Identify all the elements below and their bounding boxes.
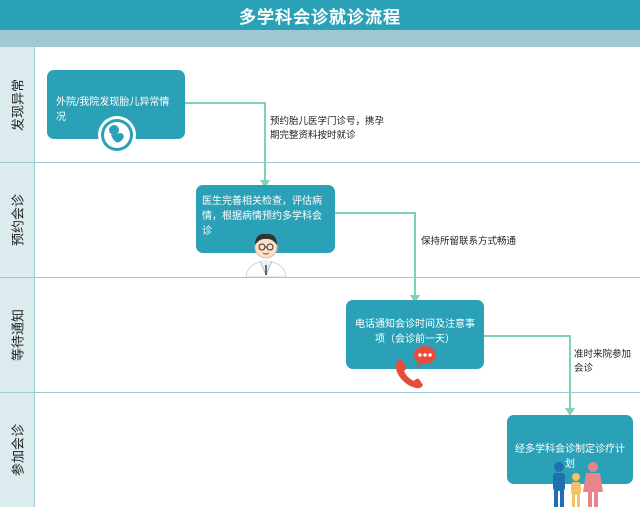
doctor-icon	[243, 227, 289, 277]
arrow-2	[335, 213, 415, 295]
note-1: 预约胎儿医学门诊号，携孕期完整资料按时就诊	[270, 115, 390, 143]
arrow-1	[185, 103, 265, 180]
family-icon	[549, 458, 605, 507]
step-text-3: 电话通知会诊时间及注意事项（会诊前一天）	[355, 319, 475, 345]
phone-icon	[392, 344, 437, 390]
arrow-3	[484, 336, 570, 408]
note-2: 保持所留联系方式畅通	[421, 235, 531, 249]
fetus-icon	[97, 115, 137, 155]
note-3: 准时来院参加会诊	[574, 348, 634, 376]
